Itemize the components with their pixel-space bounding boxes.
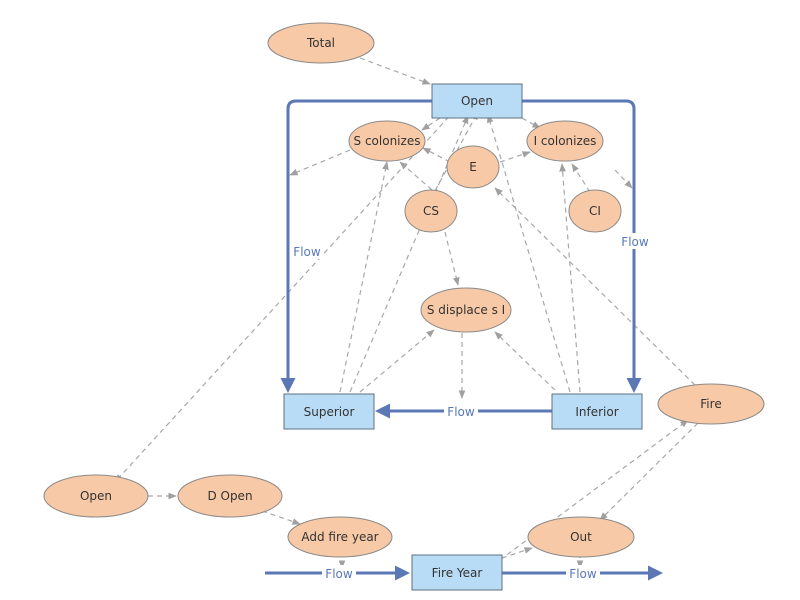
flow-label-open-superior: Flow xyxy=(293,245,321,259)
variable-total-label: Total xyxy=(306,36,335,50)
stock-fire-year[interactable]: Fire Year xyxy=(411,554,503,591)
link-dopen-addfireyear xyxy=(261,510,301,525)
link-scolonizes-flow xyxy=(289,149,351,176)
flow-label-bg xyxy=(618,233,652,249)
link-inferior-open xyxy=(486,114,571,393)
stock-open-label: Open xyxy=(461,94,493,108)
link-fire-e xyxy=(494,187,696,386)
variable-open[interactable]: Open xyxy=(43,474,149,518)
variable-e[interactable]: E xyxy=(446,145,500,189)
variable-cs-label: CS xyxy=(423,204,439,218)
stock-inferior-label: Inferior xyxy=(575,405,618,419)
flow-open-superior xyxy=(280,99,432,393)
flow-label-bg xyxy=(566,565,600,581)
variable-i-colonizes[interactable]: I colonizes xyxy=(526,120,604,162)
stock-open[interactable]: Open xyxy=(431,83,523,119)
link-fireyear-out xyxy=(501,547,533,559)
link-superior-scolonizes xyxy=(339,161,389,393)
link-cs-sdisplaces xyxy=(444,231,460,286)
variable-fire-label: Fire xyxy=(700,397,721,411)
link-e-icolonizes xyxy=(499,151,531,163)
variable-add-fire-year[interactable]: Add fire year xyxy=(287,516,393,558)
link-e-scolonizes xyxy=(422,147,451,163)
variable-add-fire-year-label: Add fire year xyxy=(301,530,378,544)
variable-out-label: Out xyxy=(570,530,592,544)
link-open-scolonizes xyxy=(421,117,441,131)
flow-label-bg xyxy=(444,403,478,419)
flow-label-bg xyxy=(322,565,356,581)
link-fire-out xyxy=(599,422,699,521)
variable-s-colonizes-label: S colonizes xyxy=(354,134,421,148)
flow-label-into-fire-year: Flow xyxy=(325,567,353,581)
variable-s-colonizes[interactable]: S colonizes xyxy=(348,120,426,162)
flows xyxy=(265,99,663,581)
variable-d-open[interactable]: D Open xyxy=(177,474,283,518)
stock-inferior[interactable]: Inferior xyxy=(551,393,643,430)
link-open-icolonizes xyxy=(521,117,541,129)
flow-label-out-fire-year: Flow xyxy=(569,567,597,581)
variable-s-displaces-i[interactable]: S displace s I xyxy=(420,287,512,333)
link-superior-sdisplaces xyxy=(359,329,435,393)
stock-fire-year-label: Fire Year xyxy=(432,566,483,580)
flow-label-bg xyxy=(290,243,324,259)
link-inferior-sdisplaces xyxy=(494,331,556,391)
link-open-openvar xyxy=(114,109,456,483)
variable-cs[interactable]: CS xyxy=(404,189,458,233)
variable-d-open-label: D Open xyxy=(207,489,252,503)
flow-labels: Flow Flow Flow Flow Flow xyxy=(290,233,652,581)
link-icolonizes-flow xyxy=(614,169,633,189)
variable-ci[interactable]: CI xyxy=(568,189,622,233)
variable-e-label: E xyxy=(469,160,477,174)
variable-open-label: Open xyxy=(80,489,112,503)
flow-label-open-inferior: Flow xyxy=(621,235,649,249)
link-inferior-icolonizes xyxy=(559,163,581,393)
link-ci-icolonizes xyxy=(571,163,591,193)
link-total-open xyxy=(359,57,431,85)
variable-s-displaces-i-label: S displace s I xyxy=(427,303,505,317)
stock-superior[interactable]: Superior xyxy=(283,393,375,430)
variable-ci-label: CI xyxy=(589,204,601,218)
variable-out[interactable]: Out xyxy=(527,516,635,558)
stock-superior-label: Superior xyxy=(304,405,355,419)
flow-open-inferior xyxy=(522,99,642,393)
variable-total[interactable]: Total xyxy=(267,22,375,64)
variable-fire[interactable]: Fire xyxy=(657,383,765,425)
flow-label-inferior-superior: Flow xyxy=(447,405,475,419)
link-cs-scolonizes xyxy=(399,161,433,191)
variable-i-colonizes-label: I colonizes xyxy=(534,134,597,148)
